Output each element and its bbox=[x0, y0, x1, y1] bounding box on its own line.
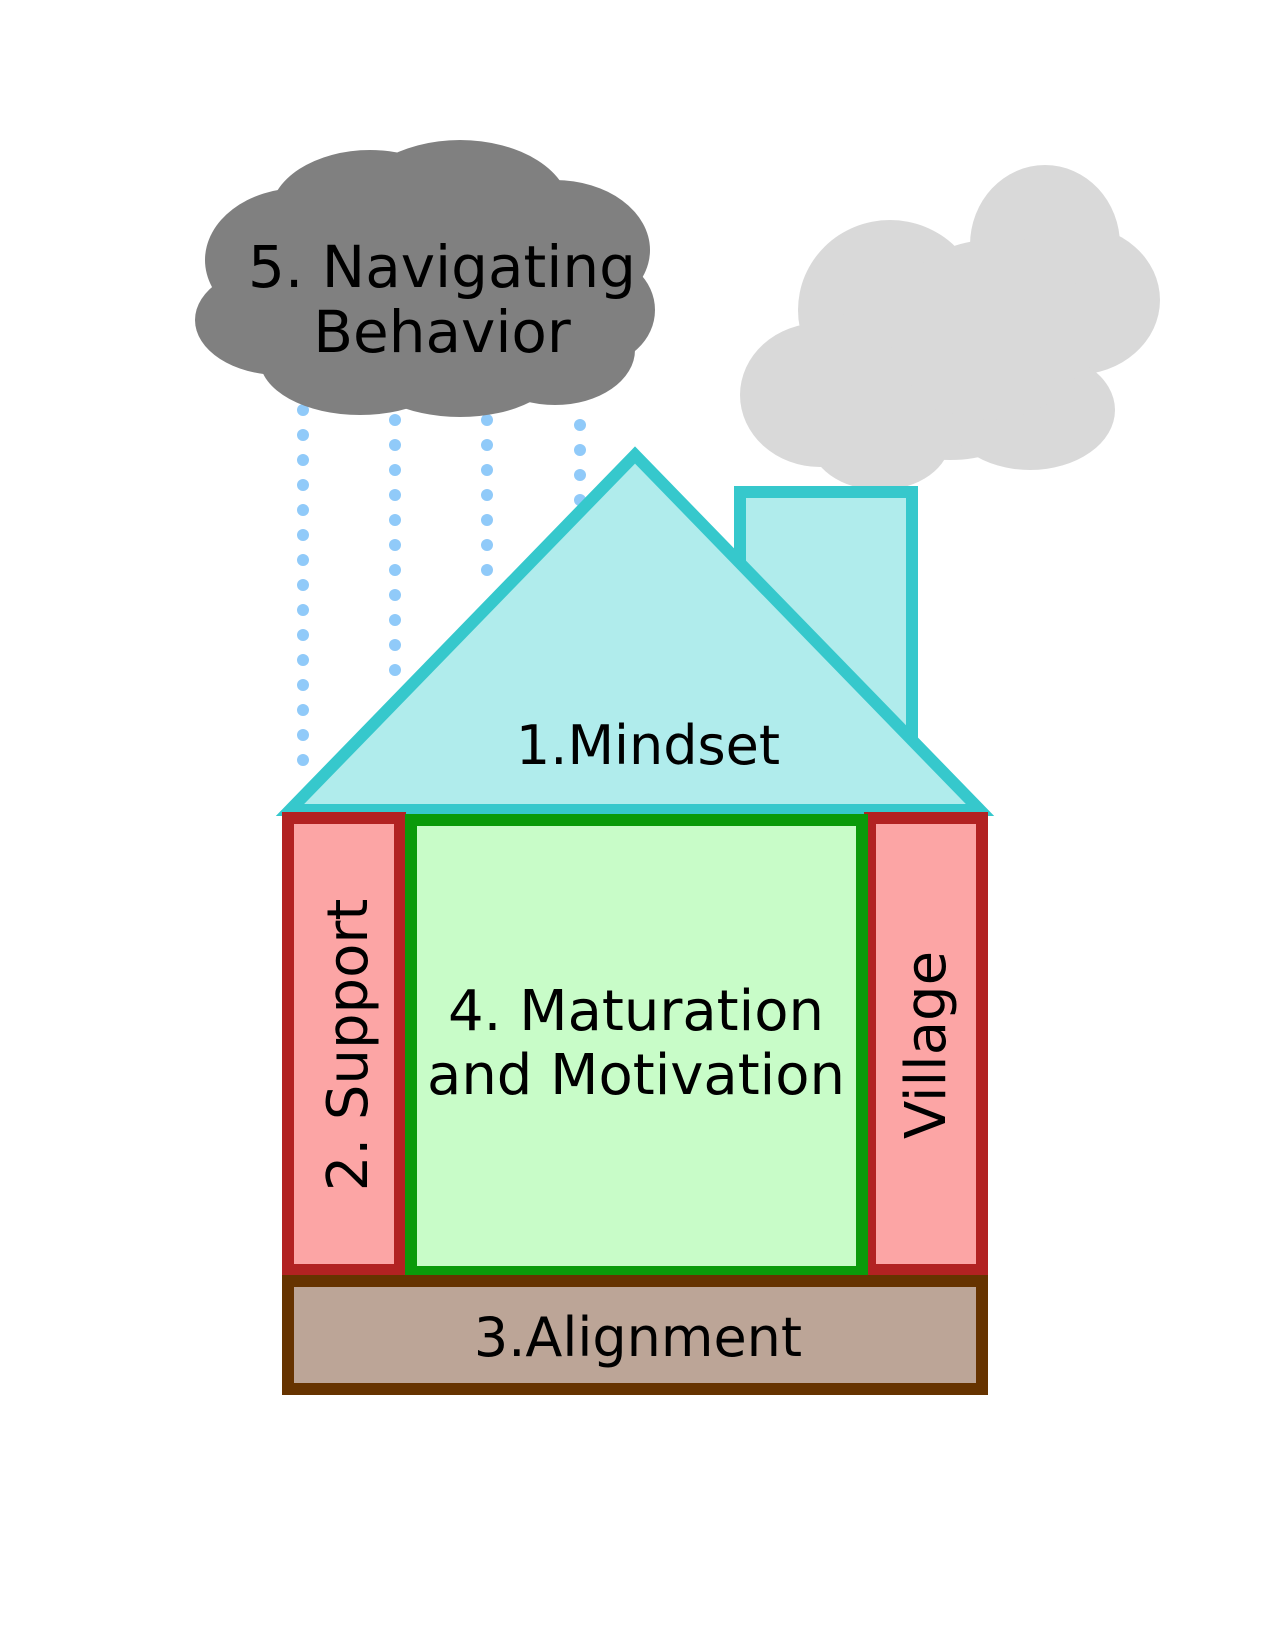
roof: 1.Mindset bbox=[275, 446, 995, 816]
rain-drop bbox=[574, 419, 586, 431]
center-label-line1: 4. Maturation bbox=[448, 979, 824, 1044]
rain-drop bbox=[389, 514, 401, 526]
rain-drop bbox=[481, 464, 493, 476]
rain-drop bbox=[297, 604, 309, 616]
rain-drop bbox=[389, 664, 401, 676]
rain-drop bbox=[297, 704, 309, 716]
rain-drop bbox=[297, 529, 309, 541]
rain-drop bbox=[389, 589, 401, 601]
rain-drop bbox=[297, 729, 309, 741]
rain-drop bbox=[297, 579, 309, 591]
rain-drop bbox=[297, 404, 309, 416]
storm-cloud-puff bbox=[270, 200, 610, 380]
rain-drop bbox=[481, 564, 493, 576]
smoke-cloud bbox=[740, 165, 1160, 490]
rain-drop bbox=[481, 439, 493, 451]
storm-cloud: 5. Navigating Behavior bbox=[195, 140, 655, 417]
left-pillar-label: 2. Support bbox=[316, 899, 381, 1192]
rain-drop bbox=[297, 504, 309, 516]
left-pillar: 2. Support bbox=[282, 812, 406, 1276]
storm-cloud-label-line2: Behavior bbox=[313, 298, 571, 366]
rain-drop bbox=[297, 454, 309, 466]
rain-drop bbox=[297, 629, 309, 641]
center-label-line2: and Motivation bbox=[427, 1043, 845, 1108]
foundation: 3.Alignment bbox=[282, 1275, 988, 1395]
rain-drop bbox=[297, 754, 309, 766]
rain-drop bbox=[481, 414, 493, 426]
smoke-cloud-puff bbox=[890, 240, 1090, 420]
right-pillar-label: Village bbox=[894, 951, 959, 1139]
rain-drop bbox=[389, 489, 401, 501]
rain-drop bbox=[481, 539, 493, 551]
rain-drop bbox=[389, 414, 401, 426]
right-pillar: Village bbox=[864, 812, 988, 1276]
rain-drop bbox=[297, 654, 309, 666]
rain-drop bbox=[574, 444, 586, 456]
rain-drop bbox=[389, 464, 401, 476]
rain-drops bbox=[297, 404, 586, 766]
rain-drop bbox=[389, 564, 401, 576]
rain-drop bbox=[481, 489, 493, 501]
roof-label: 1.Mindset bbox=[516, 714, 780, 777]
rain-drop bbox=[389, 539, 401, 551]
rain-drop bbox=[389, 614, 401, 626]
rain-drop bbox=[297, 479, 309, 491]
rain-drop bbox=[297, 679, 309, 691]
smoke-cloud-puff bbox=[810, 390, 950, 490]
rain-drop bbox=[297, 554, 309, 566]
rain-drop bbox=[297, 429, 309, 441]
rain-drop bbox=[481, 514, 493, 526]
center-block: 4. Maturation and Motivation bbox=[405, 814, 868, 1278]
storm-cloud-label-line1: 5. Navigating bbox=[248, 233, 636, 301]
foundation-label: 3.Alignment bbox=[474, 1306, 802, 1369]
rain-drop bbox=[574, 469, 586, 481]
rain-drop bbox=[389, 639, 401, 651]
rain-drop bbox=[389, 439, 401, 451]
